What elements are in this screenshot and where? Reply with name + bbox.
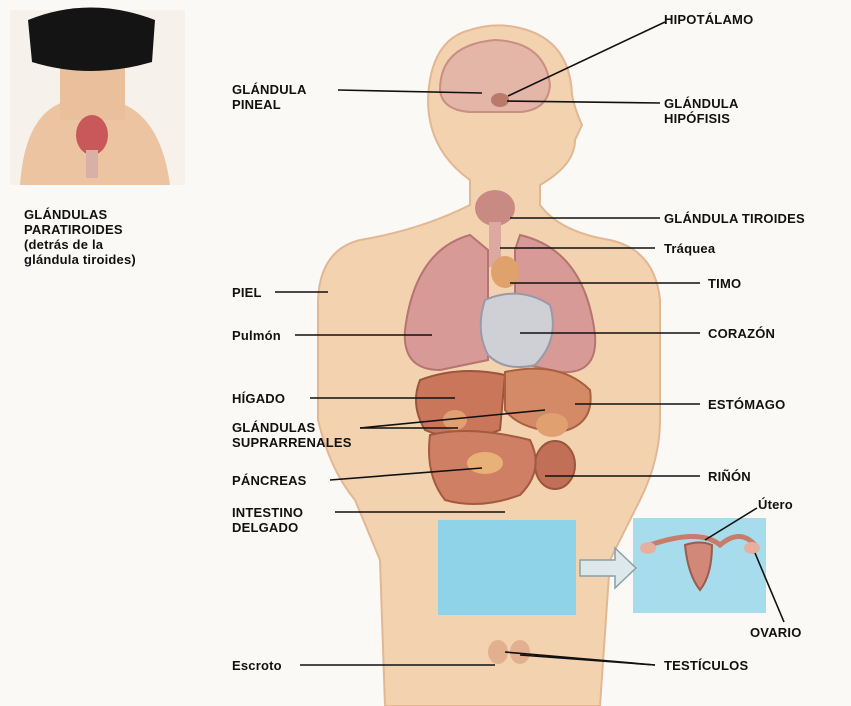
- label-pancreas: PÁNCREAS: [232, 473, 307, 488]
- label-piel: PIEL: [232, 285, 262, 300]
- neck-inset: [10, 8, 185, 186]
- parathyroid-glands: [76, 115, 108, 155]
- heart: [481, 294, 553, 367]
- pituitary: [491, 93, 509, 107]
- label-rinon: RIÑÓN: [708, 469, 751, 484]
- thyroid: [475, 190, 515, 226]
- ovary-right: [744, 542, 760, 554]
- label-glandula-pineal: GLÁNDULA PINEAL: [232, 82, 307, 112]
- label-escroto: Escroto: [232, 658, 282, 673]
- label-glandula-hipofisis: GLÁNDULA HIPÓFISIS: [664, 96, 739, 126]
- label-traquea: Tráquea: [664, 241, 715, 256]
- label-estomago: ESTÓMAGO: [708, 397, 785, 412]
- label-intestino-delgado: INTESTINO DELGADO: [232, 505, 303, 535]
- label-glandulas-paratiroides: GLÁNDULAS PARATIROIDES (detrás de la glá…: [24, 207, 136, 267]
- kidney: [535, 441, 575, 489]
- adrenal-gland-left: [536, 413, 568, 437]
- label-higado: HÍGADO: [232, 391, 285, 406]
- label-glandula-tiroides: GLÁNDULA TIROIDES: [664, 211, 805, 226]
- label-corazon: CORAZÓN: [708, 326, 775, 341]
- label-glandulas-suprarrenales: GLÁNDULAS SUPRARRENALES: [232, 420, 352, 450]
- label-pulmon: Pulmón: [232, 328, 281, 343]
- label-testiculos: TESTÍCULOS: [664, 658, 748, 673]
- label-hipotalamo: HIPOTÁLAMO: [664, 12, 753, 27]
- ovary-left: [640, 542, 656, 554]
- pancreas: [467, 452, 503, 474]
- label-utero: Útero: [758, 497, 793, 512]
- pelvic-inset-box: [438, 520, 576, 615]
- trachea-inset: [86, 150, 98, 178]
- label-ovario: OVARIO: [750, 625, 802, 640]
- hair: [28, 8, 155, 72]
- label-timo: TIMO: [708, 276, 741, 291]
